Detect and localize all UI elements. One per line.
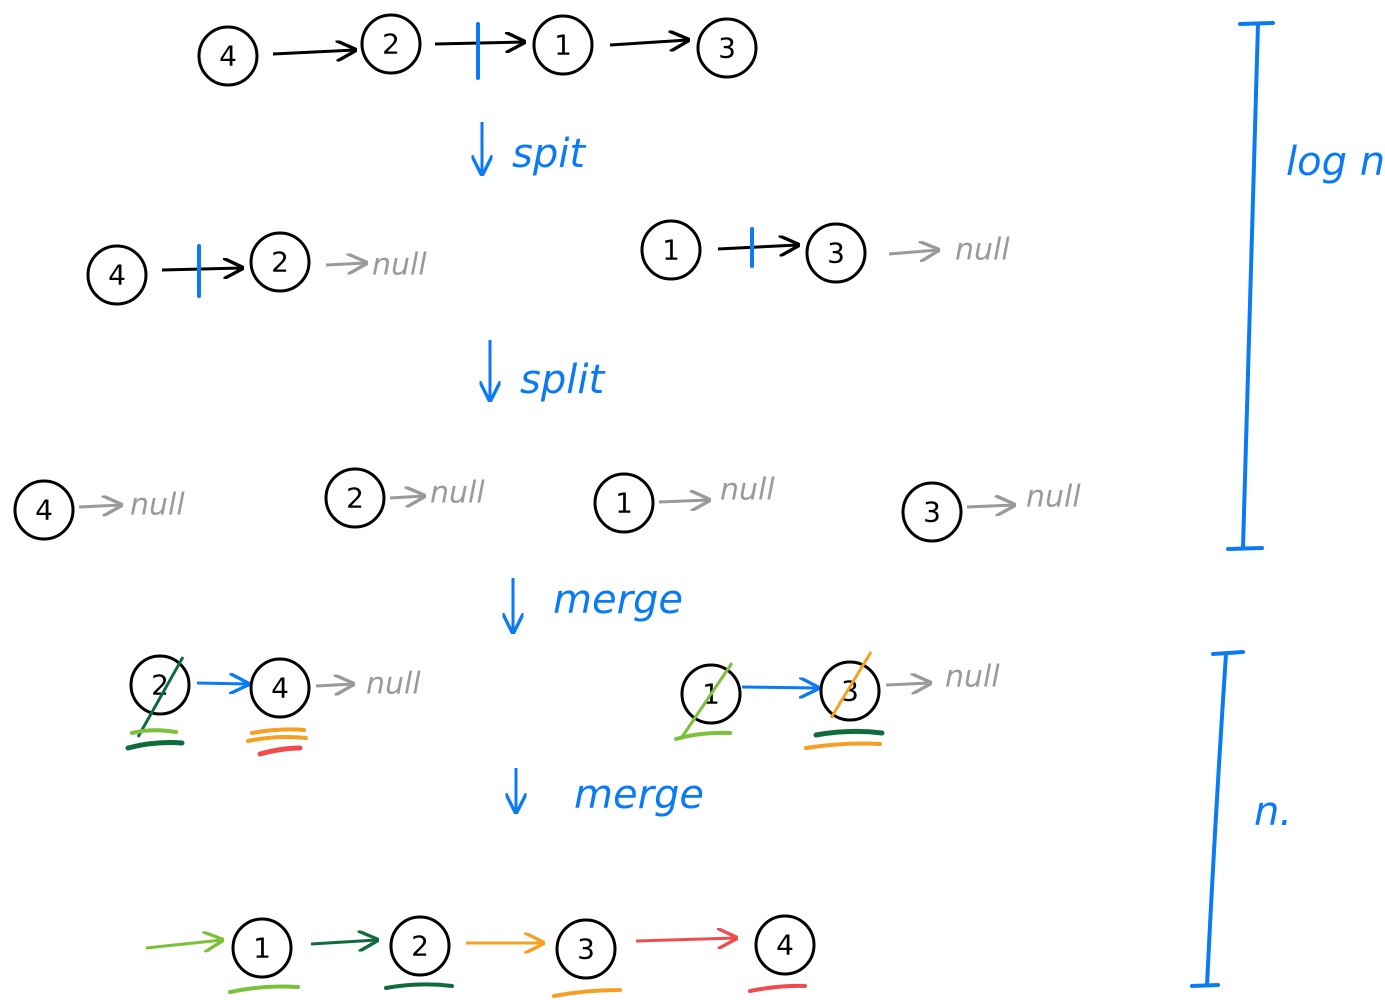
underline-mark [250,727,306,735]
underline-mark [674,730,732,741]
node: 3 [555,918,617,980]
merge-label: merge [553,577,683,623]
split-step-1: spit [482,122,586,177]
node: 3 [805,222,867,284]
node-value: 2 [151,669,169,702]
row-split-1-right: 1 3 null [640,219,1010,284]
node-value: 3 [841,675,859,708]
head-arrow [145,940,222,948]
log-n-bracket: log n [1226,21,1385,551]
row-split-2: 4 null 2 null 1 null 3 null [13,467,1081,543]
null-arrow [658,500,709,502]
strike-mark [829,651,873,719]
node: 3 [901,481,963,543]
null-label: null [430,476,485,511]
node: 3 [819,660,881,722]
node: 2 [360,13,422,75]
node: 4 [249,657,311,719]
null-arrow [888,250,938,254]
node: 2 [129,654,191,716]
underline-mark [384,982,454,990]
node: 1 [640,219,702,281]
node: 2 [389,915,451,977]
node-value: 1 [615,487,633,520]
node-value: 3 [923,496,941,529]
node-value: 3 [718,32,736,65]
merge-step-1: merge [513,577,683,632]
row-merge-1-left: 2 4 null [125,654,421,757]
strike-mark [136,656,185,738]
underline-mark [125,740,185,751]
node: 1 [532,14,594,76]
null-label: null [1026,480,1081,515]
node: 1 [231,917,293,979]
node-value: 3 [827,237,845,270]
null-arrow [389,496,424,498]
underline-mark [813,728,885,738]
null-arrow [325,263,366,265]
node-value: 4 [776,929,794,962]
null-label: null [366,667,421,702]
null-arrow [966,505,1014,507]
n-bracket: n. [1190,650,1292,988]
merge-step-2: merge [516,768,704,818]
node: 4 [197,25,259,87]
row-original: 4 2 1 3 [197,13,758,87]
link-arrow [272,50,355,54]
node-value: 1 [253,932,271,965]
null-arrow [885,683,930,685]
merge-label: merge [574,772,704,818]
underline-mark [130,728,178,735]
split-label: split [520,357,605,403]
n-label: n. [1254,789,1292,835]
node-value: 3 [577,933,595,966]
split-step-2: split [490,340,605,403]
node-value: 2 [271,246,289,279]
split-label: spit [512,131,586,177]
underline-mark [552,988,622,998]
link-arrow [609,40,688,45]
null-arrow [315,684,353,686]
node-value: 4 [271,672,289,705]
row-merge-1-right: 1 3 null [674,651,1000,750]
link-arrow [161,268,242,270]
link-arrow [635,938,736,941]
node: 1 [593,472,655,534]
null-label: null [720,473,775,508]
merge-arrow [196,683,248,684]
underline-mark [228,984,300,994]
null-label: null [955,233,1010,268]
null-label: null [945,660,1000,695]
node-value: 2 [382,28,400,61]
node: 4 [86,244,148,306]
underline-mark [804,741,882,750]
node-value: 2 [346,482,364,515]
underline-mark [257,745,303,757]
node: 4 [754,914,816,976]
node-value: 2 [411,930,429,963]
node: 4 [13,479,75,541]
null-label: null [130,488,185,523]
node-value: 4 [35,494,53,527]
row-split-1-left: 4 2 null [86,231,427,306]
node-value: 1 [662,234,680,267]
strike-mark [680,662,734,738]
node: 2 [249,231,311,293]
node: 3 [696,17,758,79]
log-n-label: log n [1286,139,1385,185]
underline-mark [748,983,807,993]
null-label: null [372,248,427,283]
link-arrow [310,940,377,944]
node-value: 4 [108,259,126,292]
underline-mark [246,735,308,743]
null-arrow [78,505,121,507]
node-value: 4 [219,40,237,73]
merge-arrow [741,687,818,688]
node-value: 1 [554,29,572,62]
row-merge-2: 1 2 3 4 [145,914,816,998]
node: 2 [324,467,386,529]
link-arrow [717,245,798,249]
